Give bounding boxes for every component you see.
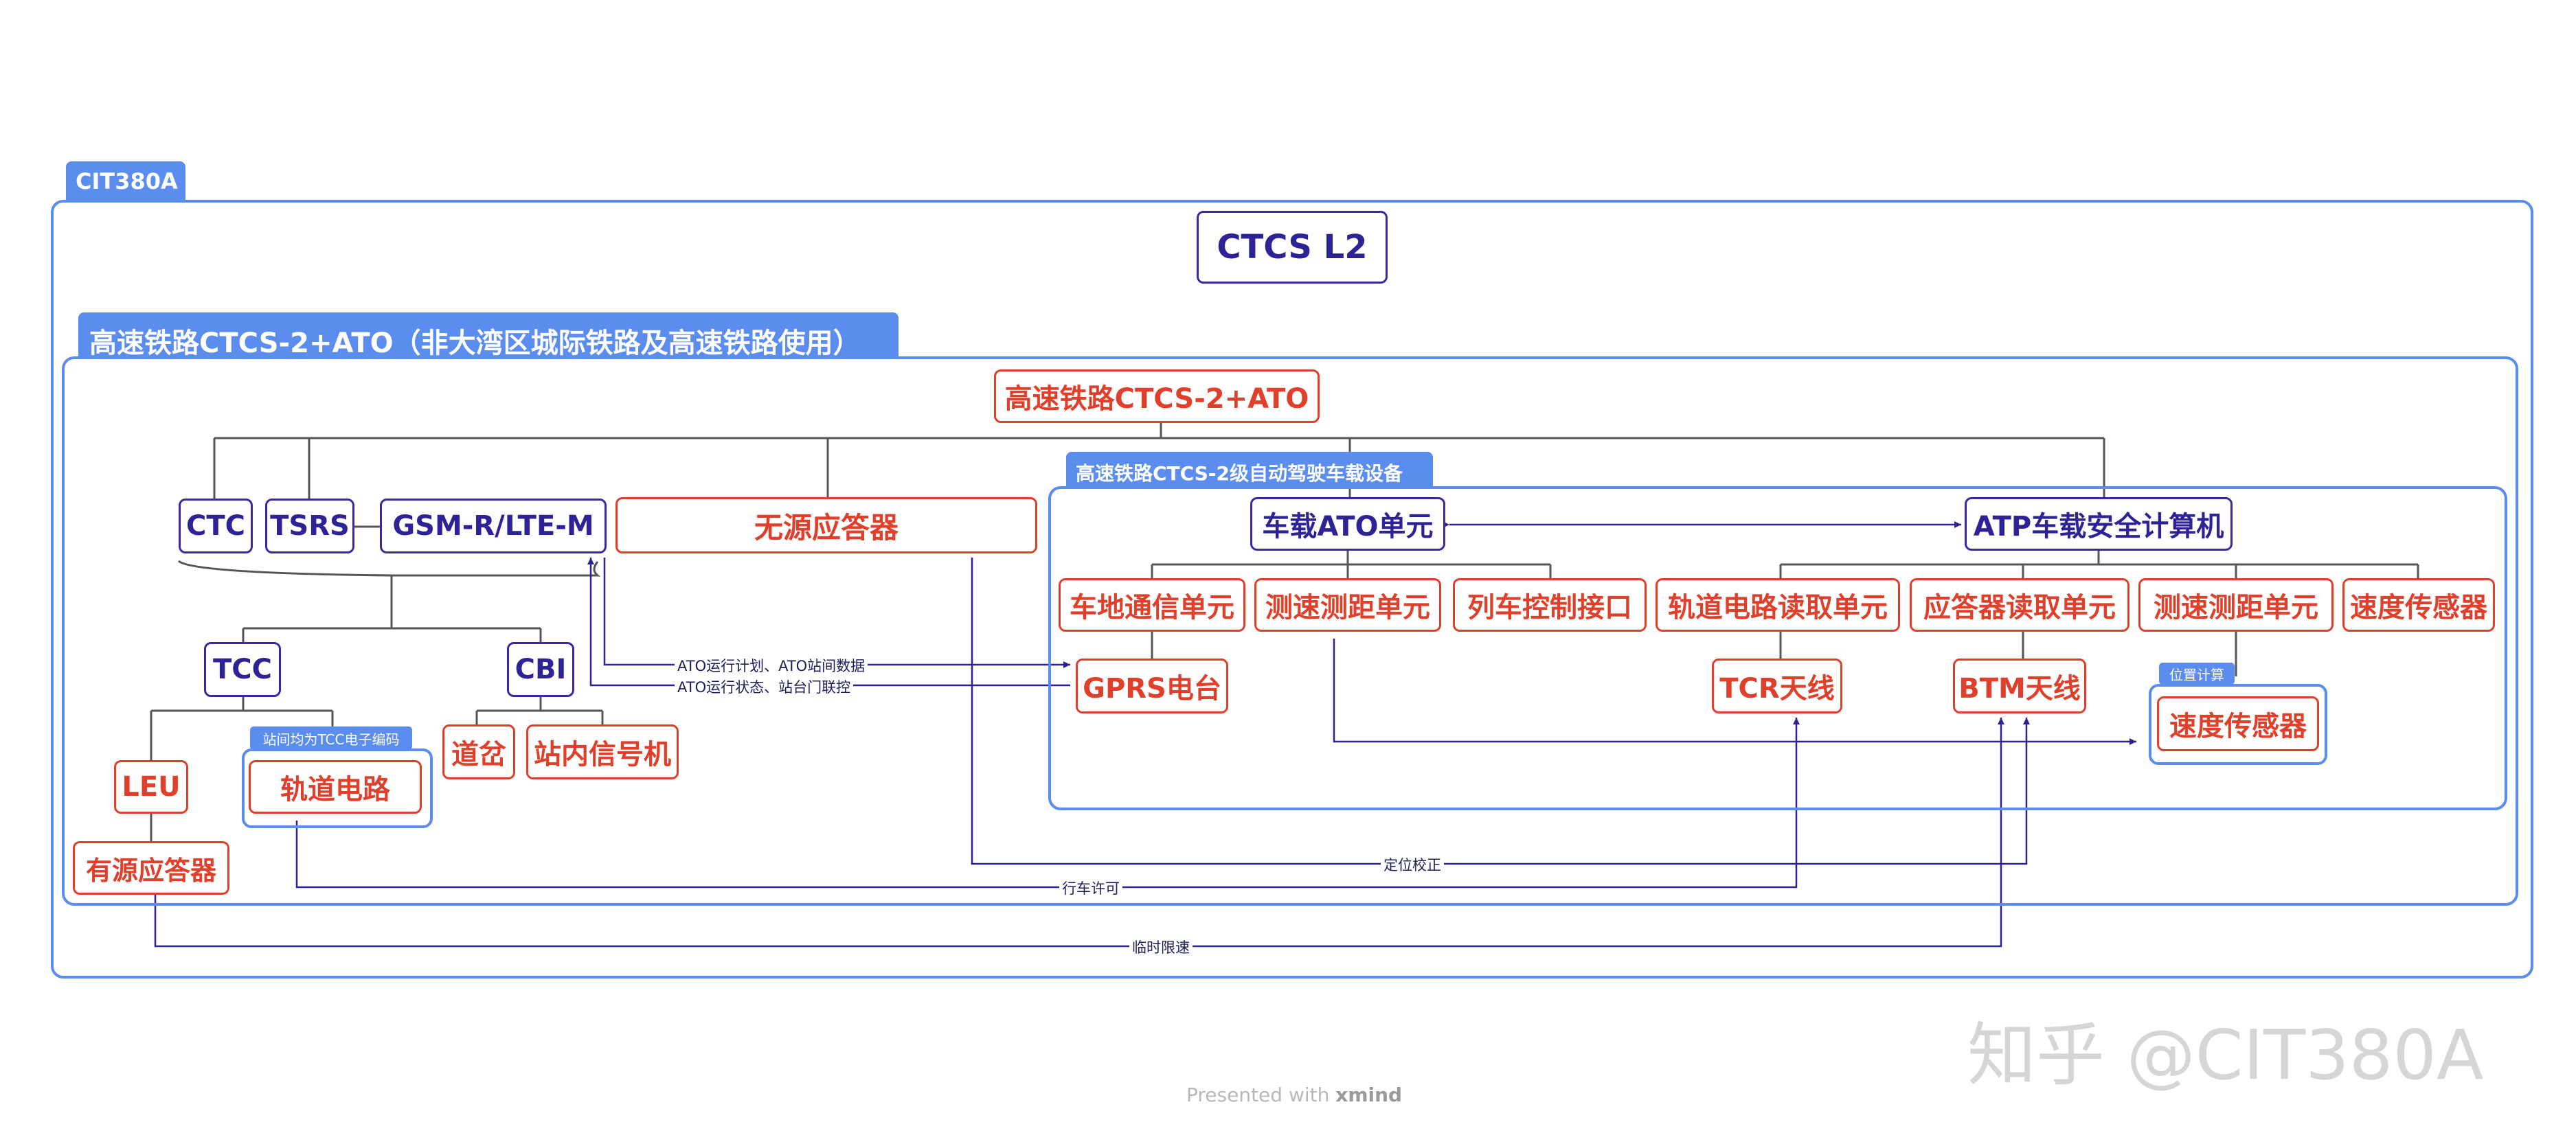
wireless-unit-node[interactable]: 车地通信单元 xyxy=(1059,578,1245,632)
track-circuit-node[interactable]: 轨道电路 xyxy=(249,760,422,814)
passive-balise-node[interactable]: 无源应答器 xyxy=(615,497,1037,553)
tcc-node[interactable]: TCC xyxy=(204,642,281,697)
speed-sensor-2-node[interactable]: 速度传感器 xyxy=(2157,696,2319,751)
temp-speed-label: 临时限速 xyxy=(1129,937,1193,957)
ato-unit-node[interactable]: 车载ATO单元 xyxy=(1250,497,1445,551)
position-tag: 位置计算 xyxy=(2159,663,2235,685)
station-tag: 站间均为TCC电子编码 xyxy=(250,727,412,750)
ato-plan-label: ATO运行计划、ATO站间数据 xyxy=(675,655,868,676)
tsrs-node[interactable]: TSRS xyxy=(265,499,354,553)
xmind-brand: xmind xyxy=(1335,1084,1403,1106)
active-balise-node[interactable]: 有源应答器 xyxy=(73,841,229,895)
btm-antenna-node[interactable]: BTM天线 xyxy=(1953,659,2086,713)
presented-text: Presented with xyxy=(1186,1084,1330,1106)
outer-tab: CIT380A xyxy=(66,161,185,201)
onboard-frame xyxy=(1048,486,2507,810)
speed-unit-2-node[interactable]: 测速测距单元 xyxy=(2138,578,2334,632)
inner-tab: 高速铁路CTCS-2+ATO（非大湾区城际铁路及高速铁路使用） xyxy=(78,312,899,359)
outer-frame xyxy=(51,200,2533,979)
position-frame xyxy=(2149,684,2327,765)
balise-reader-node[interactable]: 应答器读取单元 xyxy=(1910,578,2129,632)
speed-unit-1-node[interactable]: 测速测距单元 xyxy=(1254,578,1441,632)
speed-sensor-1-node[interactable]: 速度传感器 xyxy=(2342,578,2495,632)
presented-with: Presented with xmind xyxy=(1186,1084,1402,1106)
leu-node[interactable]: LEU xyxy=(114,760,188,814)
onboard-tab: 高速铁路CTCS-2级自动驾驶车载设备 xyxy=(1066,452,1433,489)
atp-unit-node[interactable]: ATP车载安全计算机 xyxy=(1965,497,2233,551)
signal-node[interactable]: 站内信号机 xyxy=(526,724,679,779)
gsm-node[interactable]: GSM-R/LTE-M xyxy=(380,499,607,553)
tcr-antenna-node[interactable]: TCR天线 xyxy=(1712,659,1842,713)
ato-status-label: ATO运行状态、站台门联控 xyxy=(675,676,854,697)
train-interface-node[interactable]: 列车控制接口 xyxy=(1453,578,1647,632)
watermark: 知乎 @CIT380A xyxy=(1967,1015,2484,1095)
movement-auth-label: 行车许可 xyxy=(1059,878,1122,898)
main-title[interactable]: CTCS L2 xyxy=(1197,211,1388,284)
track-circuit-frame xyxy=(242,748,433,828)
track-reader-node[interactable]: 轨道电路读取单元 xyxy=(1656,578,1900,632)
inner-frame xyxy=(62,356,2518,906)
turnout-node[interactable]: 道岔 xyxy=(442,724,515,779)
gprs-node[interactable]: GPRS电台 xyxy=(1076,659,1228,713)
cbi-node[interactable]: CBI xyxy=(507,642,574,697)
position-fix-label: 定位校正 xyxy=(1381,854,1444,875)
root-node[interactable]: 高速铁路CTCS-2+ATO xyxy=(994,369,1320,423)
ctc-node[interactable]: CTC xyxy=(179,499,253,553)
